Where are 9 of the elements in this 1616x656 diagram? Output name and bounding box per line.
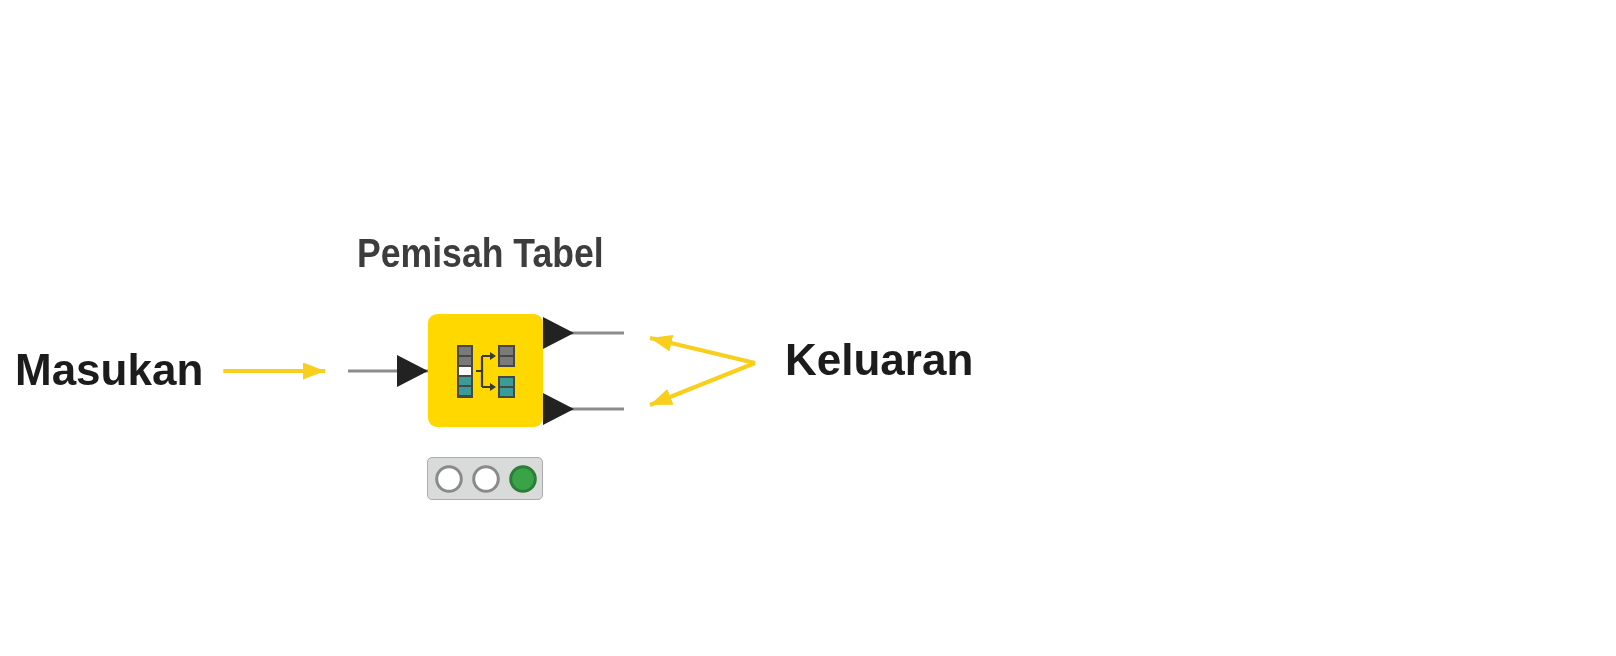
arrow — [649, 361, 756, 407]
arrow — [543, 317, 626, 349]
node-title: Pemisah Tabel — [357, 233, 604, 273]
text-label: Keluaran — [785, 338, 974, 382]
text-label: Masukan — [15, 348, 204, 392]
arrow — [543, 393, 626, 425]
arrow — [649, 334, 756, 366]
arrow — [223, 362, 325, 380]
arrow — [348, 355, 428, 387]
